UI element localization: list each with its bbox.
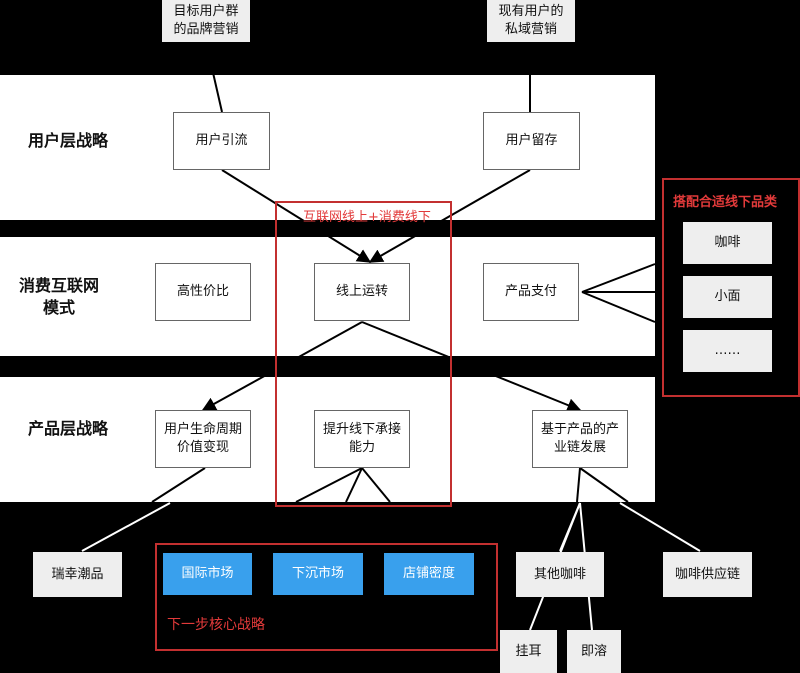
instant-node: 即溶: [567, 630, 621, 673]
category-coffee: 咖啡: [683, 222, 772, 264]
brand-marketing-node: 目标用户群的品牌营销: [162, 0, 250, 42]
industry-chain-node: 基于产品的产业链发展: [532, 410, 628, 468]
offline-category-frame: [662, 178, 800, 397]
other-coffee-node: 其他咖啡: [516, 552, 604, 597]
value-node: 高性价比: [155, 263, 251, 321]
strategy-store-density: 店铺密度: [384, 553, 474, 595]
user-layer-label: 用户层战略: [27, 131, 108, 150]
category-noodle: 小面: [683, 276, 772, 318]
strategy-lower-tier: 下沉市场: [273, 553, 363, 595]
trend-products-node: 瑞幸潮品: [33, 552, 122, 597]
next-strategy-frame: [155, 543, 498, 651]
product-layer-label: 产品层战略: [27, 419, 108, 438]
private-domain-node: 现有用户的私域营销: [487, 0, 575, 42]
offline-capability-node: 提升线下承接能力: [314, 410, 410, 468]
acquisition-node: 用户引流: [173, 112, 270, 170]
ear-hang-node: 挂耳: [500, 630, 557, 673]
retention-node: 用户留存: [483, 112, 580, 170]
consumer-layer-label: 消费互联网模式: [18, 276, 99, 317]
online-offline-frame: [275, 201, 452, 507]
category-more: ……: [683, 330, 772, 372]
online-ops-node: 线上运转: [314, 263, 410, 321]
online-offline-frame-label: 互联网线上+消费线下: [303, 210, 431, 225]
payment-node: 产品支付: [483, 263, 579, 321]
lifecycle-node: 用户生命周期价值变现: [155, 410, 251, 468]
offline-category-frame-label: 搭配合适线下品类: [673, 195, 778, 210]
coffee-supply-chain-node: 咖啡供应链: [663, 552, 752, 597]
next-strategy-label: 下一步核心战略: [167, 617, 265, 633]
strategy-international: 国际市场: [163, 553, 252, 595]
